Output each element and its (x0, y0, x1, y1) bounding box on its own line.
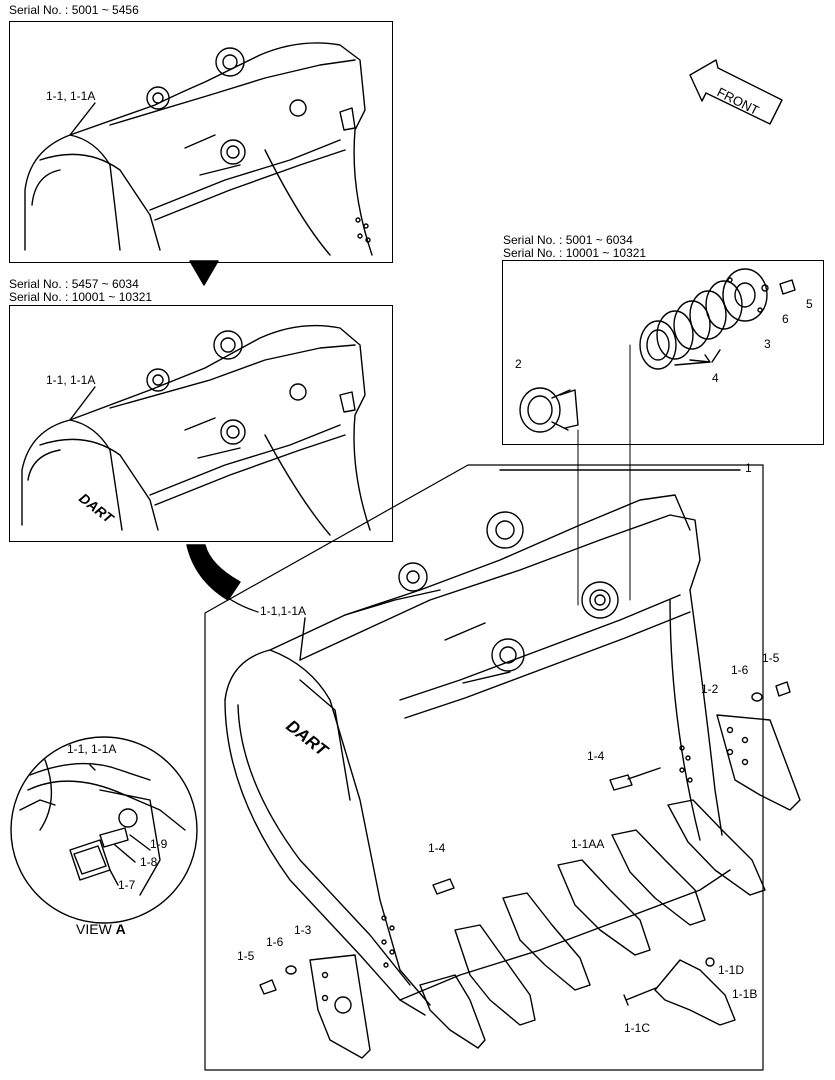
label-circle-bucket: 1-1, 1-1A (67, 742, 117, 756)
label-assembly-1: 1 (745, 461, 752, 475)
main-bucket-drawing (205, 465, 800, 1070)
view-a-circle (11, 737, 197, 923)
label-shims-4: 4 (712, 371, 719, 385)
label-top-bucket: 1-1, 1-1A (46, 89, 96, 103)
serial-detail-2: Serial No. : 10001 ~ 10321 (503, 246, 647, 260)
label-mid-bucket: 1-1, 1-1A (46, 373, 96, 387)
label-flange-3: 3 (764, 337, 771, 351)
label-plate-1-8: 1-8 (140, 855, 158, 869)
label-bolt-1-5-left: 1-5 (237, 949, 255, 963)
label-washer-6: 6 (782, 312, 789, 326)
label-pin-2: 2 (515, 357, 522, 371)
label-bolt-1-4-upper: 1-4 (587, 749, 605, 763)
label-tooth-1-1B: 1-1B (732, 987, 758, 1001)
front-arrow-label: FRONT (715, 84, 762, 118)
serial-middle-1: Serial No. : 5457 ~ 6034 (9, 277, 139, 291)
label-bolt-1-5-right: 1-5 (762, 651, 780, 665)
pin-detail-parts (520, 269, 795, 432)
label-cutter-1-3: 1-3 (294, 923, 312, 937)
label-washer-1-6-left: 1-6 (266, 935, 284, 949)
label-main-bucket: 1-1,1-1A (260, 604, 307, 618)
brand-mark-main: DART (283, 716, 333, 761)
label-plate-1-7: 1-7 (118, 878, 136, 892)
view-letter: A (115, 921, 126, 937)
label-bolt-1-4-lower: 1-4 (428, 841, 446, 855)
label-adapter-1-1AA: 1-1AA (571, 837, 605, 851)
label-pin-1-1C: 1-1C (624, 1021, 651, 1035)
pin-detail-frame (502, 260, 824, 445)
view-a-caption: VIEW A (76, 921, 126, 937)
label-plate-1-9: 1-9 (150, 837, 168, 851)
middle-bucket-drawing (22, 326, 370, 535)
serial-top: Serial No. : 5001 ~ 5456 (9, 3, 139, 17)
serial-middle-2: Serial No. : 10001 ~ 10321 (9, 290, 153, 304)
label-lock-1-1D: 1-1D (718, 963, 745, 977)
label-washer-1-6-right: 1-6 (731, 663, 749, 677)
label-bolt-5: 5 (806, 297, 813, 311)
serial-detail-1: Serial No. : 5001 ~ 6034 (503, 233, 633, 247)
top-bucket-drawing (25, 43, 372, 255)
view-prefix: VIEW (76, 921, 112, 937)
brand-mark-middle: DART (76, 490, 117, 527)
bucket-teeth (420, 800, 765, 1048)
label-side-cutter-1-2: 1-2 (701, 682, 719, 696)
front-arrow-icon (690, 60, 782, 124)
middle-variant-frame (9, 305, 393, 542)
